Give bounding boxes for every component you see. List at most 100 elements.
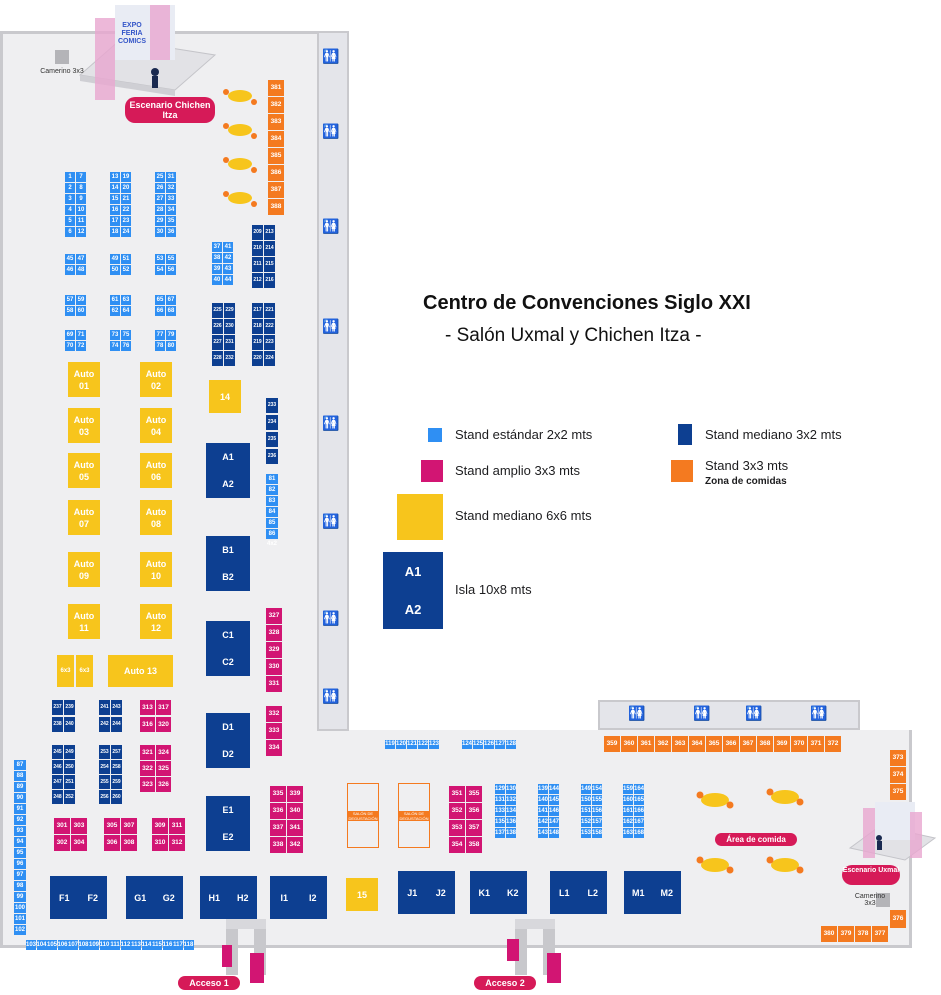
stand-estandar[interactable]: 80 [166, 341, 176, 351]
stand-estandar[interactable]: 40 [212, 275, 222, 285]
stand-estandar[interactable]: 106 [57, 940, 68, 950]
stand-estandar[interactable]: 47 [76, 254, 86, 264]
stand-mediano[interactable]: 239 [64, 700, 75, 715]
stand-estandar[interactable]: 127 [495, 740, 506, 749]
stand-mediano[interactable]: 251 [64, 775, 75, 789]
stand-estandar[interactable]: 101 [14, 914, 26, 924]
stand-estandar[interactable]: 121 [407, 740, 418, 749]
stand-amplio[interactable]: 330 [266, 659, 282, 675]
stand-estandar[interactable]: 161 [623, 806, 634, 816]
stand-auto[interactable]: Auto 06 [140, 453, 172, 488]
stand-comida[interactable]: 383 [268, 114, 284, 130]
stand-estandar[interactable]: 63 [121, 295, 131, 305]
stand-estandar[interactable]: 90 [14, 793, 26, 803]
stand-estandar[interactable]: 75 [121, 330, 131, 340]
stand-estandar[interactable]: 102 [14, 925, 26, 935]
stand-estandar[interactable]: 17 [110, 216, 120, 226]
stand-estandar[interactable]: 110 [99, 940, 110, 950]
stand-mediano[interactable]: 243 [111, 700, 122, 715]
stand-mediano[interactable]: 234 [266, 415, 278, 430]
stand-mediano[interactable]: 237 [52, 700, 63, 715]
stand-estandar[interactable]: 73 [110, 330, 120, 340]
stand-estandar[interactable]: 39 [212, 264, 222, 274]
stand-amplio[interactable]: 356 [466, 803, 482, 819]
stand-mediano[interactable]: 211 [252, 257, 263, 272]
stand-estandar[interactable]: 54 [155, 265, 165, 275]
stand-mediano[interactable]: 219 [252, 335, 263, 350]
stand-estandar[interactable]: 103 [26, 940, 37, 950]
stand-auto[interactable]: Auto 04 [140, 408, 172, 443]
stand-amplio[interactable]: 338 [270, 837, 286, 853]
stand-estandar[interactable]: 18 [110, 227, 120, 237]
stand-mediano[interactable]: 228 [212, 351, 223, 366]
stand-estandar[interactable]: 116 [162, 940, 173, 950]
stand-amplio[interactable]: 339 [287, 786, 303, 802]
stand-amplio[interactable]: 322 [140, 761, 155, 776]
stand-mediano[interactable]: 233 [266, 398, 278, 413]
stand-estandar[interactable]: 70 [65, 341, 75, 351]
stand-mediano[interactable]: 229 [224, 303, 235, 318]
stand-estandar[interactable]: 145 [549, 795, 560, 805]
stand-estandar[interactable]: 3 [65, 194, 75, 204]
stand-amplio[interactable]: 342 [287, 837, 303, 853]
stand-comida[interactable]: 368 [757, 736, 773, 752]
stand-estandar[interactable]: 10 [76, 205, 86, 215]
stand-mediano[interactable]: 242 [99, 717, 110, 732]
stand-estandar[interactable]: 48 [76, 265, 86, 275]
stand-estandar[interactable]: 24 [121, 227, 131, 237]
stand-mediano[interactable]: 248 [52, 790, 63, 804]
stand-estandar[interactable]: 34 [166, 205, 176, 215]
stand-estandar[interactable]: 97 [14, 870, 26, 880]
stand-comida[interactable]: 367 [740, 736, 756, 752]
stand-estandar[interactable]: 115 [152, 940, 162, 950]
stand-estandar[interactable]: 13 [110, 172, 120, 182]
stand-mediano[interactable]: 216 [264, 273, 275, 288]
stand-auto[interactable]: Auto 03 [68, 408, 100, 443]
stand-comida[interactable]: 375 [890, 784, 906, 800]
stand-amplio[interactable]: 335 [270, 786, 286, 802]
stand-estandar[interactable]: 78 [155, 341, 165, 351]
stand-estandar[interactable]: 35 [166, 216, 176, 226]
stand-estandar[interactable]: 108 [78, 940, 89, 950]
stand-comida[interactable]: 386 [268, 165, 284, 181]
stand-estandar[interactable]: 159 [623, 784, 634, 794]
stand-mediano[interactable]: 256 [99, 790, 110, 804]
stand-mediano[interactable]: 213 [264, 225, 275, 240]
stand-amplio[interactable]: 326 [156, 777, 171, 792]
stand-estandar[interactable]: 27 [155, 194, 165, 204]
stand-mediano[interactable]: 250 [64, 760, 75, 774]
stand-estandar[interactable]: 68 [166, 306, 176, 316]
stand-estandar[interactable]: 109 [89, 940, 100, 950]
stand-comida[interactable]: 381 [268, 80, 284, 96]
stand-mediano[interactable]: 252 [64, 790, 75, 804]
stand-amplio[interactable]: 323 [140, 777, 155, 792]
stand-estandar[interactable]: 163 [623, 828, 634, 838]
stand-estandar[interactable]: 131 [495, 795, 506, 805]
stand-estandar[interactable]: 123 [429, 740, 440, 749]
stand-estandar[interactable]: 160 [623, 795, 634, 805]
stand-amplio[interactable]: 352 [449, 803, 465, 819]
stand-amplio[interactable]: 358 [466, 837, 482, 853]
stand-mediano[interactable]: 232 [224, 351, 235, 366]
stand-comida[interactable]: 372 [825, 736, 841, 752]
stand-mediano[interactable]: 254 [99, 760, 110, 774]
stand-estandar[interactable]: 144 [549, 784, 560, 794]
stand-mediano[interactable]: 235 [266, 432, 278, 447]
stand-amplio[interactable]: 317 [156, 700, 171, 715]
stand-estandar[interactable]: 151 [581, 806, 592, 816]
stand-comida[interactable]: 380 [821, 926, 837, 942]
stand-estandar[interactable]: 124 [462, 740, 473, 749]
stand-estandar[interactable]: 8 [76, 183, 86, 193]
stand-auto[interactable]: Auto 07 [68, 500, 100, 535]
stand-amplio[interactable]: 312 [169, 835, 185, 851]
stand-amplio[interactable]: 311 [169, 818, 185, 834]
stand-estandar[interactable]: 117 [173, 940, 183, 950]
stand-mediano[interactable]: 240 [64, 717, 75, 732]
stand-estandar[interactable]: 134 [506, 806, 517, 816]
stand-estandar[interactable]: 2 [65, 183, 75, 193]
stand-auto[interactable]: Auto 08 [140, 500, 172, 535]
stand-mediano[interactable]: 212 [252, 273, 263, 288]
